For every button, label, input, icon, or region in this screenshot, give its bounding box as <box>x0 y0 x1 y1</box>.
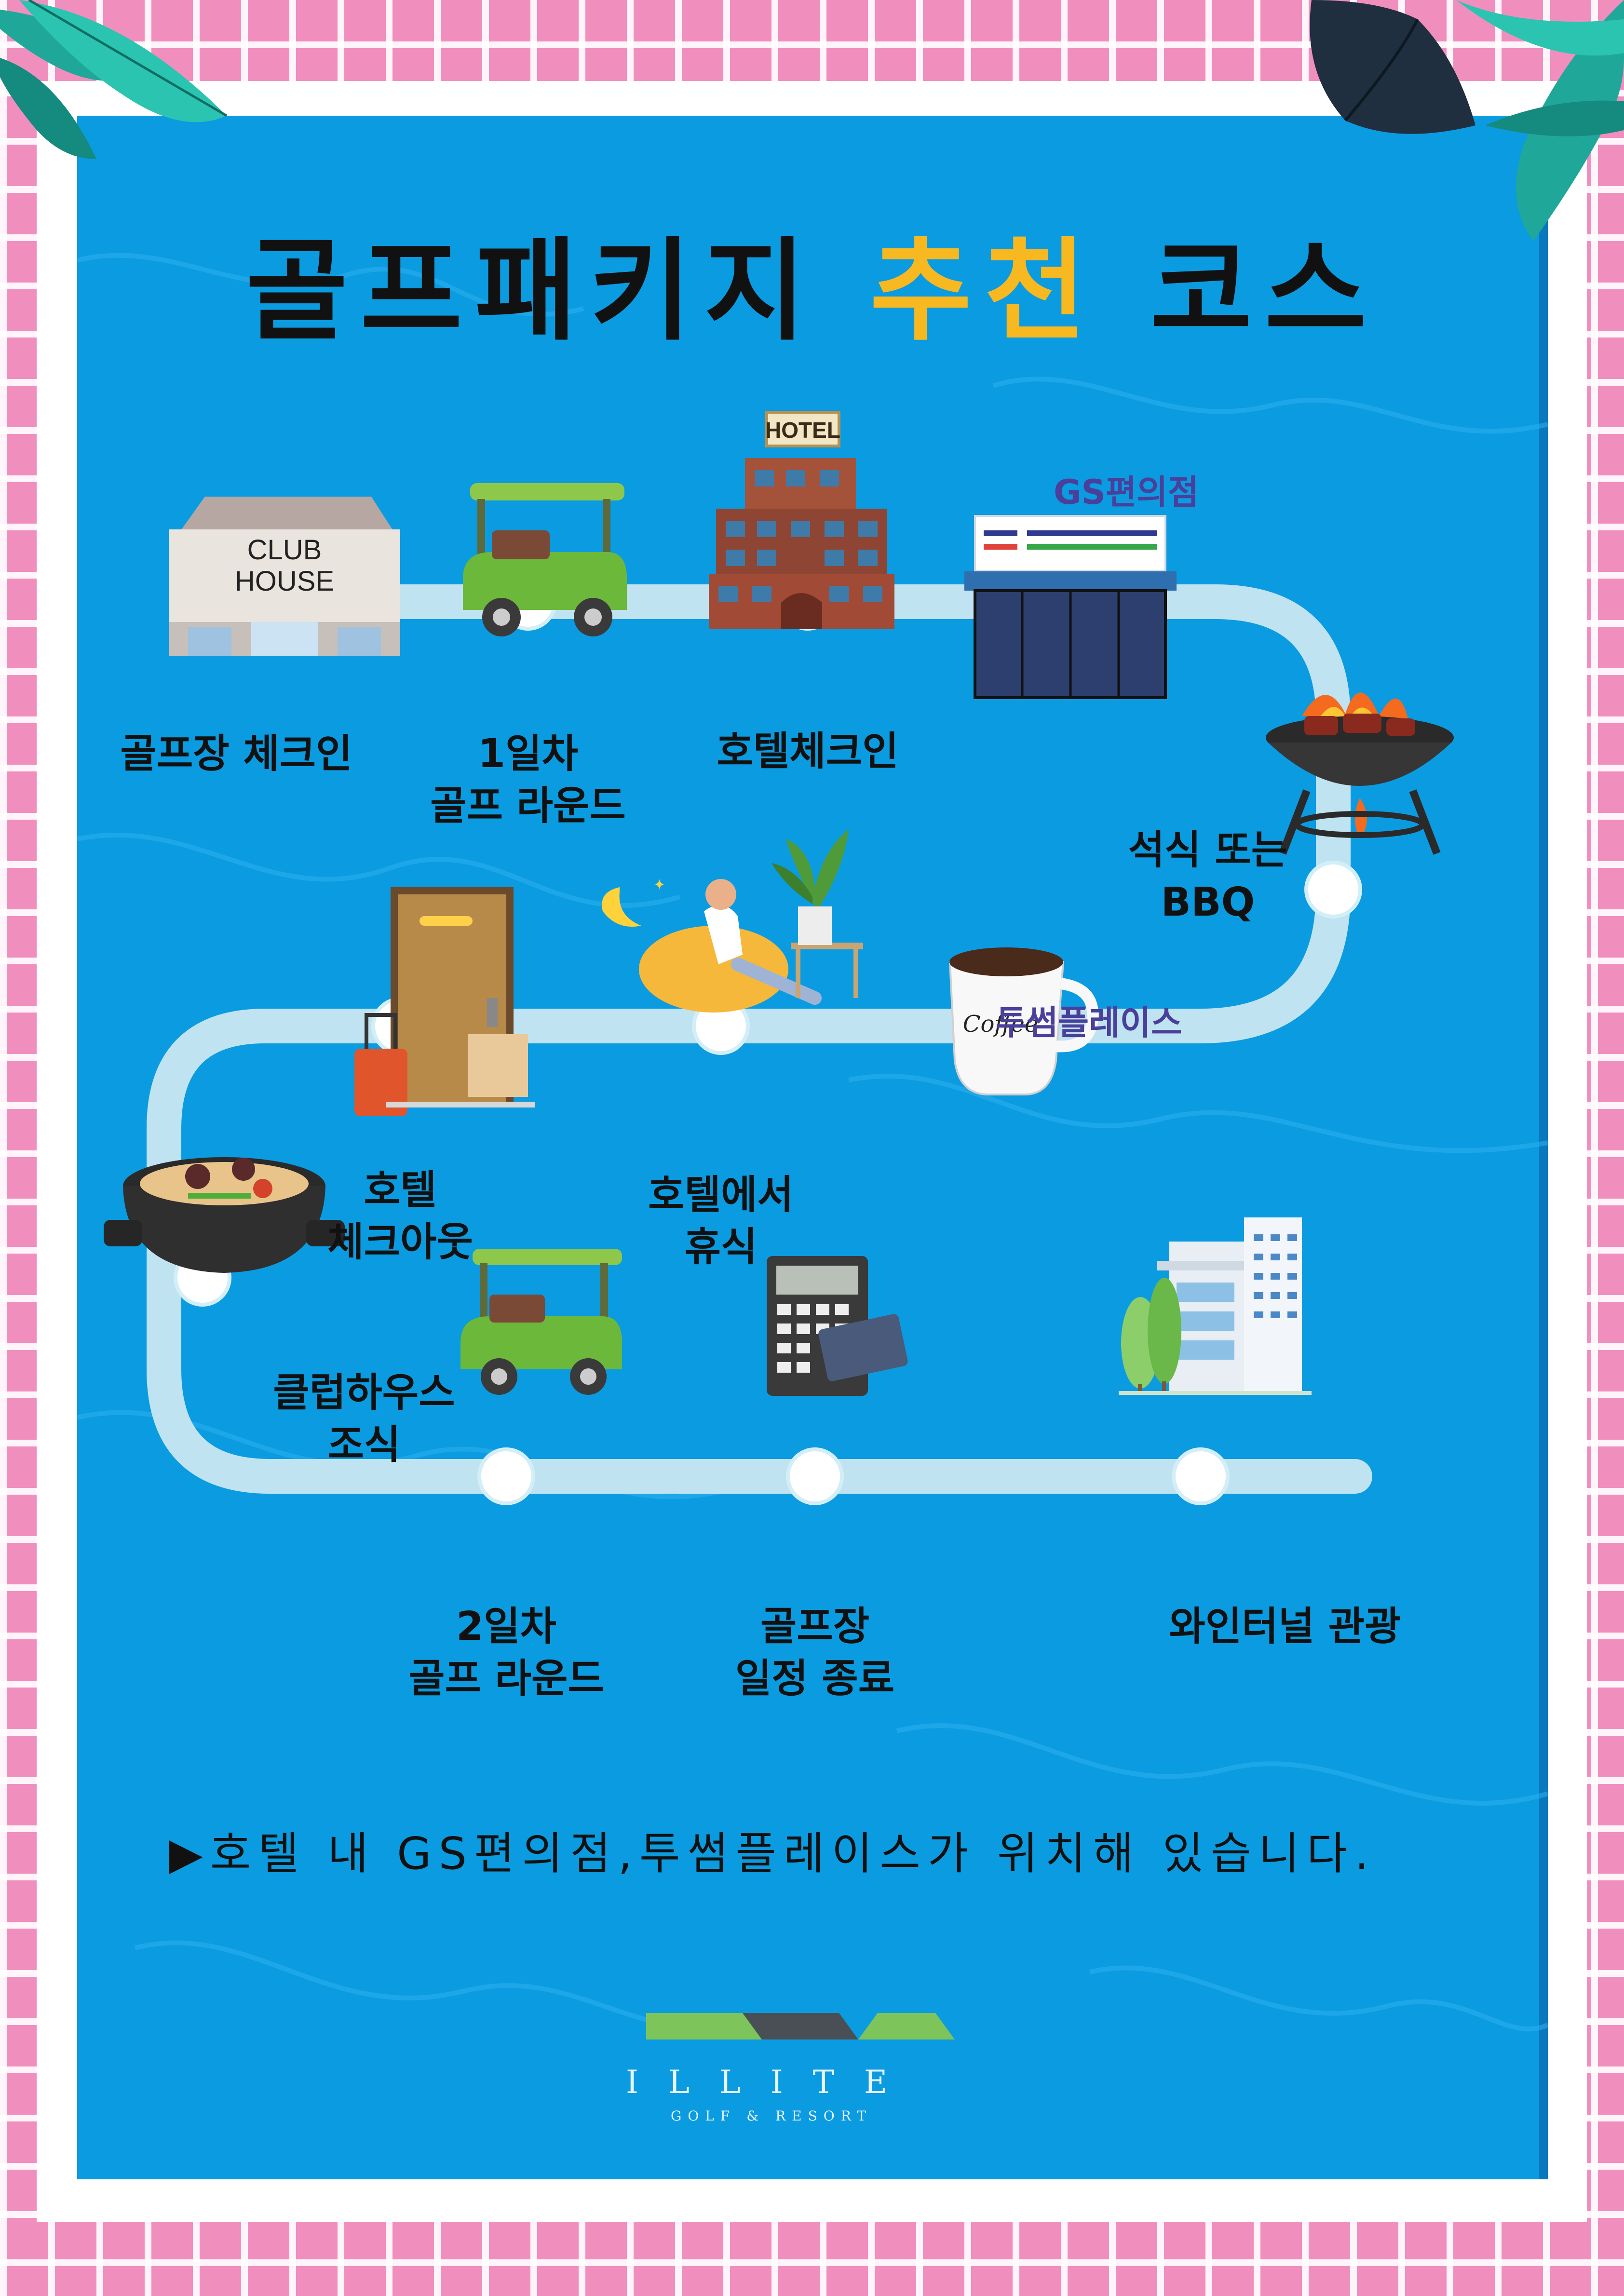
step-line: 조식 <box>327 1422 401 1468</box>
bottom-note: ▶호텔 내 GS편의점,투썸플레이스가 위치해 있습니다. <box>169 1828 1376 1879</box>
step-line: BBQ <box>1161 879 1255 925</box>
clubhouse-icon: CLUB HOUSE <box>169 497 400 656</box>
page-title: 골프패키지 추천 코스 <box>77 236 1548 347</box>
hotel-sign: HOTEL <box>765 418 840 443</box>
step-line: 와인터널 관광 <box>1169 1604 1401 1649</box>
step-line: 클럽하우스 <box>273 1370 455 1416</box>
step-label-day2-round: 2일차 골프 라운드 <box>352 1601 661 1705</box>
gs-store-icon <box>964 515 1177 699</box>
coffee-cup-icon: Coffee <box>948 947 1099 1095</box>
clubhouse-sign-line1: CLUB <box>247 534 322 566</box>
step-line: 1일차 <box>478 731 578 777</box>
route-path <box>147 584 1372 1494</box>
step-line: 골프 라운드 <box>430 783 626 829</box>
breakfast-pot-icon <box>104 1157 345 1273</box>
calculator-icon <box>767 1256 908 1396</box>
illite-logo-mark <box>646 2013 955 2039</box>
route-map: CLUB HOUSE HOTEL <box>77 253 1548 2039</box>
marker-dinner-bbq <box>1304 861 1362 918</box>
bbq-grill-icon <box>1266 692 1454 855</box>
step-line: 호텔 <box>364 1167 437 1213</box>
palm-leaf-top-left-icon <box>0 0 228 159</box>
step-label-hotel-checkin: 호텔체크인 <box>653 726 962 778</box>
logo-tagline: GOLF & RESORT <box>671 2108 872 2124</box>
step-line: 체크아웃 <box>327 1219 473 1265</box>
marker-day2-round <box>477 1447 535 1505</box>
step-label-hotel-checkout: 호텔 체크아웃 <box>246 1164 555 1269</box>
poster: CLUB HOUSE HOTEL <box>77 116 1548 2179</box>
svg-text:✦: ✦ <box>653 877 665 893</box>
title-part2: 코스 <box>1150 227 1380 356</box>
step-label-wine-tunnel: 와인터널 관광 <box>1131 1601 1439 1653</box>
checkout-icon <box>354 887 535 1116</box>
step-line: 2일차 <box>456 1604 556 1649</box>
step-line: 골프장 <box>760 1604 870 1649</box>
golf-cart-icon <box>463 483 627 636</box>
step-line: 휴식 <box>684 1224 758 1270</box>
step-line: 골프 라운드 <box>408 1656 604 1702</box>
hotel-icon: HOTEL <box>709 411 894 629</box>
step-line: 석식 또는 <box>1128 827 1288 873</box>
twosome-label: 투썸플레이스 <box>996 1003 1182 1042</box>
step-line: 골프장 체크인 <box>120 731 352 777</box>
clubhouse-sign-line2: HOUSE <box>235 566 334 597</box>
coffee-cup-text: Coffee <box>963 1011 1038 1038</box>
golf-cart-icon <box>460 1249 622 1395</box>
wine-tunnel-icon <box>1119 1217 1312 1395</box>
logo-name: ILLITE <box>626 2064 917 2101</box>
step-line: 호텔에서 <box>648 1172 794 1218</box>
step-label-dinner-bbq: 석식 또는 BBQ <box>1054 824 1362 929</box>
relax-icon: ✦ <box>602 829 863 1013</box>
step-label-clubhouse-breakfast: 클럽하우스 조식 <box>210 1367 518 1471</box>
title-part1: 골프패키지 <box>245 227 819 356</box>
step-label-day1-round: 1일차 골프 라운드 <box>374 728 682 832</box>
step-label-golf-end: 골프장 일정 종료 <box>661 1601 969 1705</box>
step-label-clubhouse-checkin: 골프장 체크인 <box>82 728 391 780</box>
step-line: 호텔체크인 <box>717 729 899 774</box>
step-label-hotel-rest: 호텔에서 휴식 <box>567 1169 875 1273</box>
marker-wine-tunnel <box>1172 1447 1230 1505</box>
title-accent: 추천 <box>869 227 1099 356</box>
marker-golf-end <box>786 1447 844 1505</box>
palm-leaf-top-right-icon <box>1310 0 1624 241</box>
gs-store-label: GS편의점 <box>1054 473 1199 512</box>
step-line: 일정 종료 <box>735 1656 895 1702</box>
